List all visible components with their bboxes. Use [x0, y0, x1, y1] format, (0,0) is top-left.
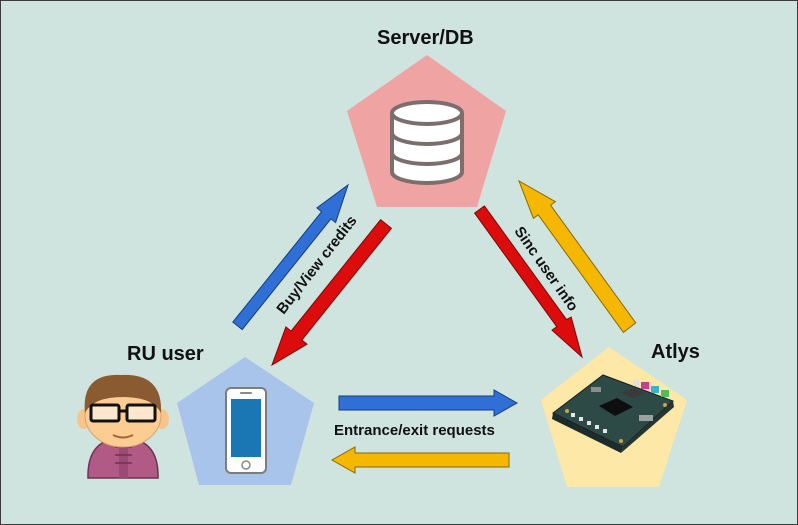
database-icon — [390, 100, 464, 185]
fpga-board-icon — [552, 374, 674, 453]
server-title: Server/DB — [377, 27, 474, 49]
label-entrance-exit-requests: Entrance/exit requests — [334, 422, 495, 439]
arrow-buy-credits — [232, 183, 349, 331]
atlys-title: Atlys — [651, 341, 700, 363]
arrow-view-credits — [271, 218, 393, 367]
arrow-entrance-request — [338, 389, 519, 417]
ru-user-title: RU user — [127, 343, 204, 365]
arrow-sync-to-atlys — [473, 205, 583, 359]
avatar — [77, 374, 169, 479]
smartphone-icon — [225, 387, 267, 474]
arrow-exit-response — [330, 446, 510, 474]
arrow-sync-to-server — [518, 179, 637, 334]
